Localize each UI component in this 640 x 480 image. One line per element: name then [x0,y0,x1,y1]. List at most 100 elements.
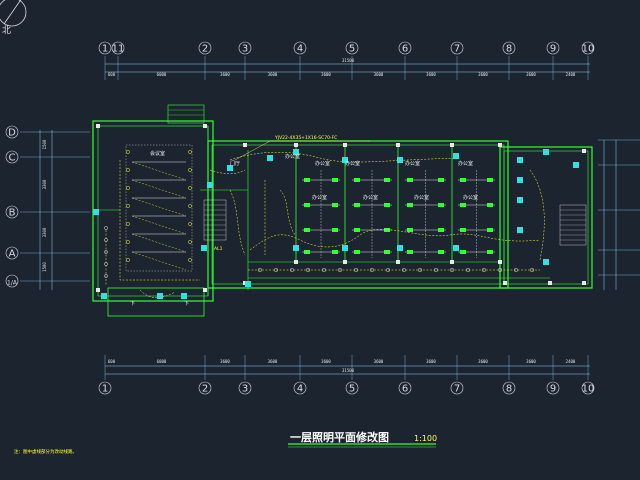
column [243,143,247,147]
lamp-fixture [384,228,390,232]
meeting-lamp-point [126,168,130,172]
corridor-lamp [369,267,375,273]
switch-box [543,259,549,265]
meeting-lamp-point [188,240,192,244]
meeting-lamp-point [126,204,130,208]
bottom-dim: 3600 [526,359,536,364]
switch-box [342,245,348,251]
wall-lamp [104,250,108,254]
meeting-room-lamps [125,144,193,272]
switch-box [342,157,348,163]
bottom-dim: 600 [108,359,116,364]
north-arrow: 北 [0,0,27,36]
switch-box [157,293,163,299]
column [450,260,454,264]
meeting-lamp-point [188,168,192,172]
left-dim: 1500 [42,139,47,149]
lamp-fixture [354,203,360,207]
corridor-lamp [337,267,343,273]
lamp-fixture [354,250,360,254]
axis-bubble-bottom-7: 7 [450,381,464,395]
axis-label-top: 8 [506,44,512,55]
left-dim: 3300 [42,227,47,237]
axis-label-top: 7 [454,44,460,55]
column [396,143,400,147]
north-arrow-circle [0,0,27,27]
axis-label-bottom: 8 [506,384,512,395]
switch-box [573,162,579,168]
column [294,260,298,264]
switch-box [101,293,107,299]
corridor-lamp [465,267,471,273]
column [498,260,502,264]
lamp-fixture [407,250,413,254]
lamp-fixture [407,228,413,232]
corridor-lamp [481,267,487,273]
meeting-lamp-point [188,222,192,226]
meeting-lamp-point [188,204,192,208]
axis-label-bottom: 9 [550,384,556,395]
axis-bubble-bottom-4: 4 [293,381,307,395]
lamp-fixture [487,228,493,232]
lamp-fixture [384,203,390,207]
switch-box [293,245,299,251]
room-label-corridor-office: 办公室 [285,153,300,160]
lamp-fixture [354,178,360,182]
switch-box [453,245,459,251]
meeting-lamp-point [126,222,130,226]
circuit-annotation: YJV22-4X35+1X16-SC70-FC [234,135,370,161]
axis-grid-lines [20,56,589,380]
axis-bubble-top-1: 1 [98,41,112,55]
stair-landing-top [167,104,205,124]
lamp-fixture [354,228,360,232]
overall-dim-bottom: 31500 [342,368,355,373]
switch-box [453,153,459,159]
meeting-lamp-point [188,186,192,190]
lamp-fixture [332,250,338,254]
axis-label-top: 1 [102,44,108,55]
axis-label-left: C [9,153,16,164]
switch-box [181,293,187,299]
corridor-lamp [497,267,503,273]
west-stair [203,199,227,241]
meeting-lamp-point [126,258,130,262]
room-label-office-2: 办公室 [363,194,378,201]
wall-lamp [104,262,108,266]
lamp-fixture [487,203,493,207]
corridor-lamp [529,267,535,273]
lamp-fixture [304,203,310,207]
lamp-fixture [407,178,413,182]
switch-box [517,197,523,203]
top-dim: 6000 [157,72,167,77]
bottom-dim: 3600 [478,359,488,364]
left-dim: 3300 [42,179,47,189]
corridor-lamp [273,267,279,273]
axis-label-top: 11 [112,44,125,55]
axis-bubble-left-D: D [5,125,19,139]
corridor-lamp [257,267,263,273]
switch-box [245,281,251,287]
switch-box [517,157,523,163]
left-dim: 1500 [42,262,47,272]
electrical-devices [93,149,579,299]
drawing-note: 注：图中虚线部分为改动线路。 [14,448,77,455]
lamp-fixture [304,178,310,182]
axis-bubble-bottom-1: 1 [98,381,112,395]
column [503,281,507,285]
corridor-lamp [305,267,311,273]
axis-bubble-left-B: B [5,205,19,219]
axis-bubble-top-2: 2 [198,41,212,55]
axis-bubble-top-3: 3 [238,41,252,55]
wall-lamp [104,274,108,278]
lamp-fixture [438,250,444,254]
room-label-office-3: 办公室 [414,194,429,201]
building-walls [92,104,593,317]
column [96,124,100,128]
axis-label-bottom: 3 [242,384,248,395]
lamp-fixture [438,203,444,207]
switch-box [517,227,523,233]
